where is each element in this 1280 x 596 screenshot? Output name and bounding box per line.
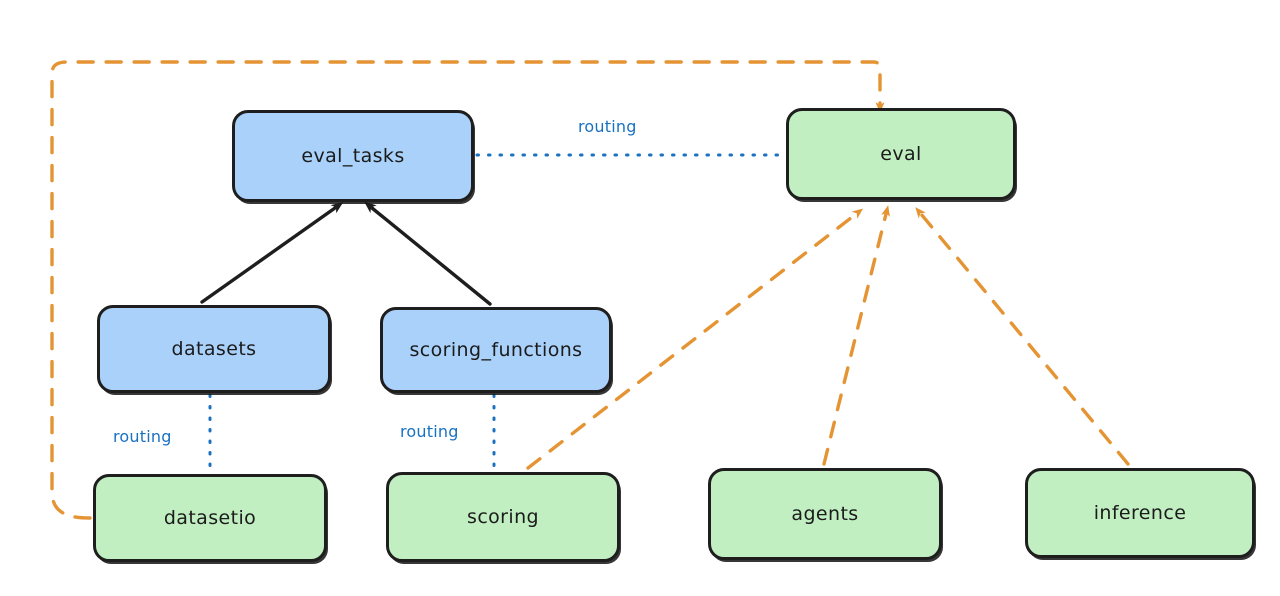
node-datasets-label: datasets — [171, 337, 257, 360]
node-agents[interactable]: agents — [708, 468, 942, 560]
edge-label-routing-eval-tasks-eval: routing — [578, 117, 637, 136]
node-eval[interactable]: eval — [786, 108, 1016, 200]
edge-datasets-to-eval-tasks — [200, 202, 344, 304]
edge-label-routing-scoring-functions-scoring: routing — [400, 422, 459, 441]
edge-agents-to-eval — [822, 205, 890, 466]
node-inference-label: inference — [1093, 501, 1187, 524]
node-eval-tasks-label: eval_tasks — [301, 144, 405, 167]
edge-inference-to-eval — [915, 207, 1130, 466]
node-eval-tasks[interactable]: eval_tasks — [232, 110, 474, 202]
node-inference[interactable]: inference — [1025, 468, 1255, 558]
node-datasets[interactable]: datasets — [97, 305, 331, 393]
edge-scoring-functions-to-eval-tasks — [364, 201, 492, 306]
node-datasetio-label: datasetio — [163, 506, 257, 529]
node-eval-label: eval — [880, 142, 922, 165]
node-datasetio[interactable]: datasetio — [93, 474, 327, 562]
node-scoring-label: scoring — [467, 505, 539, 528]
node-scoring-functions-label: scoring_functions — [409, 338, 583, 361]
edge-label-routing-datasets-datasetio: routing — [113, 427, 172, 446]
node-agents-label: agents — [791, 502, 859, 525]
node-scoring[interactable]: scoring — [386, 472, 620, 562]
node-scoring-functions[interactable]: scoring_functions — [380, 307, 612, 393]
